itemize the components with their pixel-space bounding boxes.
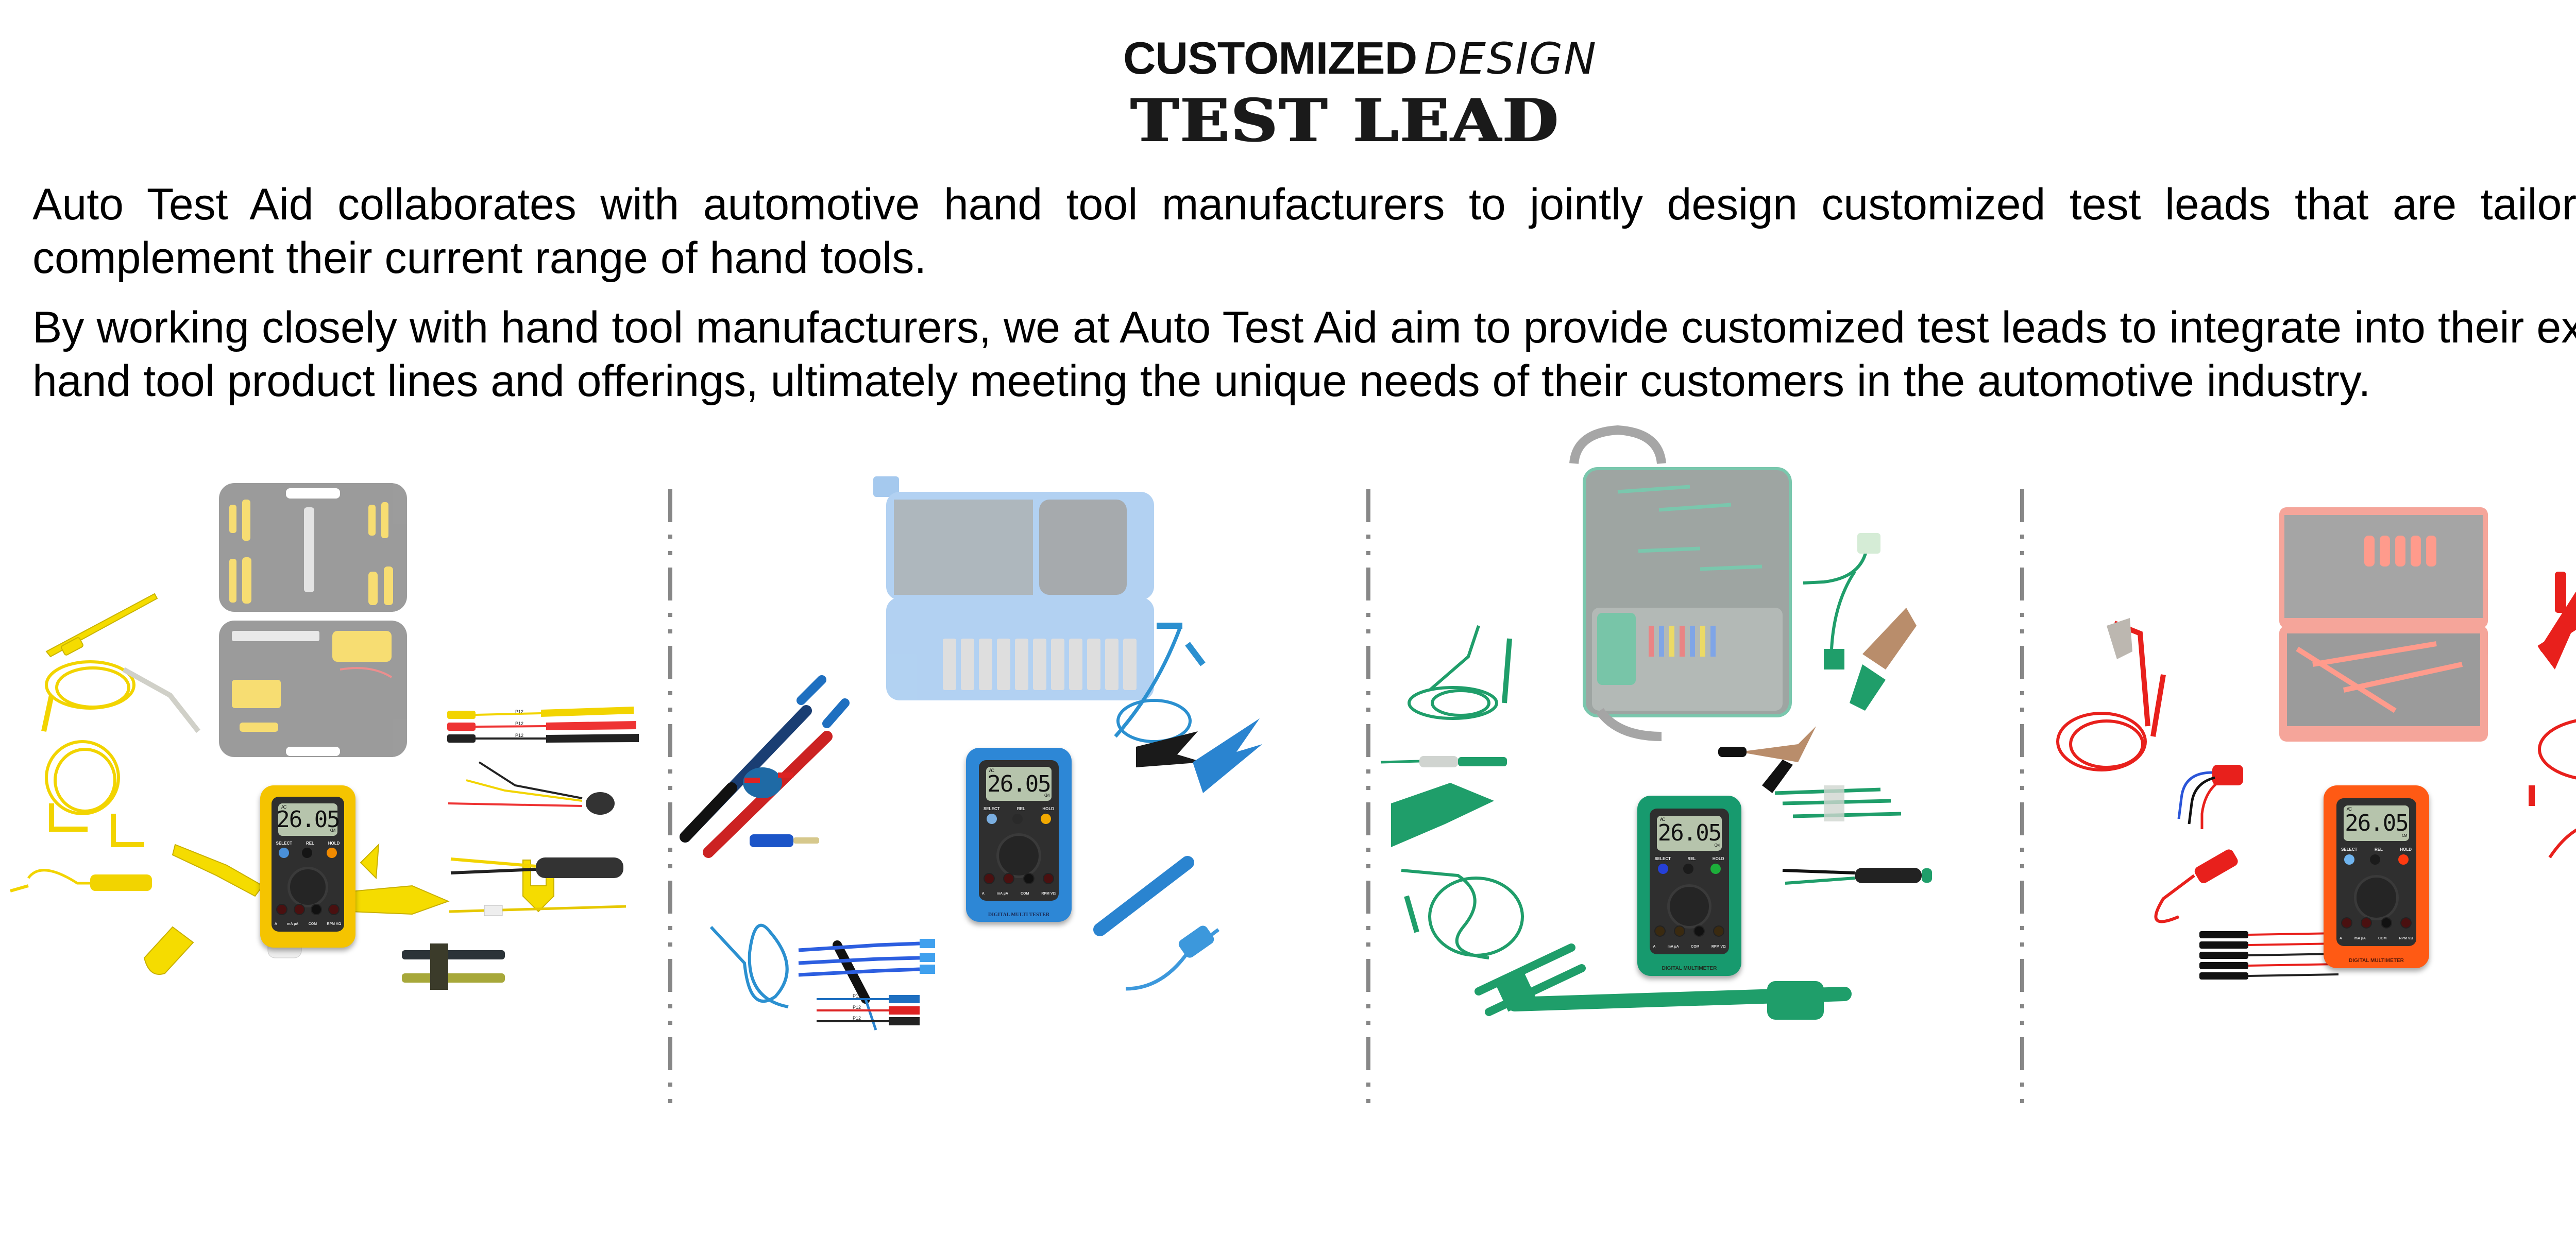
fuse-lead-set-icon — [1774, 785, 1902, 821]
fuse-adapter-lead-icon — [1803, 533, 1880, 670]
title-test-lead: TEST LEAD — [1131, 87, 1561, 156]
battery-clip-pair-icon — [1718, 608, 1917, 793]
svg-text:P12: P12 — [515, 733, 523, 738]
dual-banana-plug-icon — [143, 926, 194, 975]
rotary-dial-icon — [2353, 875, 2399, 920]
svg-text:P12: P12 — [515, 721, 523, 726]
alligator-clip-icon — [1391, 783, 1494, 847]
banana-adapter-icon — [750, 834, 819, 847]
cigarette-adapter-lead-icon — [1782, 868, 1932, 885]
fuse-tap-probe-icon — [1093, 856, 1220, 991]
banana-lead-icon — [2529, 719, 2576, 806]
svg-text:P12: P12 — [515, 709, 523, 714]
meter-brand-label: DIGITAL MULTIMETER — [1662, 966, 1717, 972]
probe-pair-icon — [680, 675, 850, 858]
alligator-lead-set-icon: P12 P12 P12 — [447, 707, 639, 743]
tool-case-icon — [2279, 507, 2488, 742]
retractable-lead-reel-icon — [743, 767, 793, 798]
svg-text:P12: P12 — [853, 1016, 861, 1021]
right-angle-plug-icon — [2107, 618, 2132, 659]
meter-brand-label: DIGITAL MULTIMETER — [2349, 958, 2404, 964]
rel-button-icon — [1012, 813, 1023, 824]
tool-case-icon — [873, 476, 1154, 700]
hook-probe-icon — [45, 593, 158, 658]
meter-brand-label: DIGITAL MULTI TESTER — [988, 912, 1050, 918]
tool-bag-icon — [1569, 425, 1792, 741]
y-adapter-icon — [172, 844, 264, 897]
fuse-tap-lead-icon — [2154, 849, 2238, 923]
fuse-lead-icon — [2548, 828, 2576, 859]
panel-divider — [2020, 489, 2024, 1105]
alligator-lead-set-icon: P12 P12 P12 — [817, 993, 920, 1025]
panel-divider — [1366, 489, 1370, 1105]
jumper-lead-set-icon — [2199, 931, 2339, 980]
panel-divider — [668, 489, 672, 1105]
hold-button-icon — [326, 848, 337, 859]
title-design: DESIGN — [1424, 33, 1597, 84]
sensor-adapter-lead-icon — [2177, 765, 2243, 829]
back-probe-icon — [1507, 981, 1852, 1020]
yellow-accessories-illustration: P12 P12 P12 — [10, 483, 639, 990]
blue-accessories-illustration: P12 P12 P12 — [680, 476, 1262, 1031]
fuse-lead-set-icon — [798, 939, 935, 977]
hold-button-icon — [2398, 854, 2409, 865]
probe-icon — [1380, 756, 1507, 767]
hold-button-icon — [1710, 864, 1721, 874]
coiled-test-lead-icon — [2056, 621, 2166, 771]
svg-text:P12: P12 — [853, 993, 861, 999]
select-button-icon — [987, 813, 997, 824]
coiled-test-lead-icon — [709, 623, 1206, 1008]
stackable-plug-icon — [402, 943, 505, 990]
hold-button-icon — [1040, 813, 1051, 824]
rel-button-icon — [1683, 864, 1693, 874]
select-button-icon — [1657, 864, 1668, 874]
probe-clamp-icon — [2537, 572, 2576, 670]
title-customized: CUSTOMIZED — [1123, 32, 1417, 83]
rotary-dial-icon — [287, 867, 328, 907]
tool-case-icon — [219, 483, 407, 757]
banana-lead-icon — [45, 740, 144, 847]
rotary-dial-icon — [996, 833, 1042, 879]
select-button-icon — [2344, 854, 2355, 865]
piercing-probe-pair-icon — [1475, 943, 1586, 1016]
select-button-icon — [279, 848, 290, 859]
alligator-clip-pair-icon — [1136, 718, 1262, 793]
rotary-dial-icon — [1667, 884, 1711, 929]
green-accessories-illustration — [1380, 425, 1932, 1020]
rel-button-icon — [2370, 854, 2381, 865]
fuse-tap-lead-icon — [10, 869, 152, 892]
rel-button-icon — [302, 848, 313, 859]
coiled-test-lead-icon — [1408, 625, 1512, 720]
banana-lead-icon — [1401, 869, 1524, 959]
red-accessories-illustration — [2056, 507, 2576, 980]
intro-paragraph: Auto Test Aid collaborates with automoti… — [32, 180, 2576, 283]
coiled-lead-icon — [41, 660, 200, 733]
svg-text:P12: P12 — [853, 1005, 861, 1010]
cigarette-adapter-lead-icon — [448, 761, 626, 916]
detail-paragraph: By working closely with hand tool manufa… — [32, 303, 2576, 406]
